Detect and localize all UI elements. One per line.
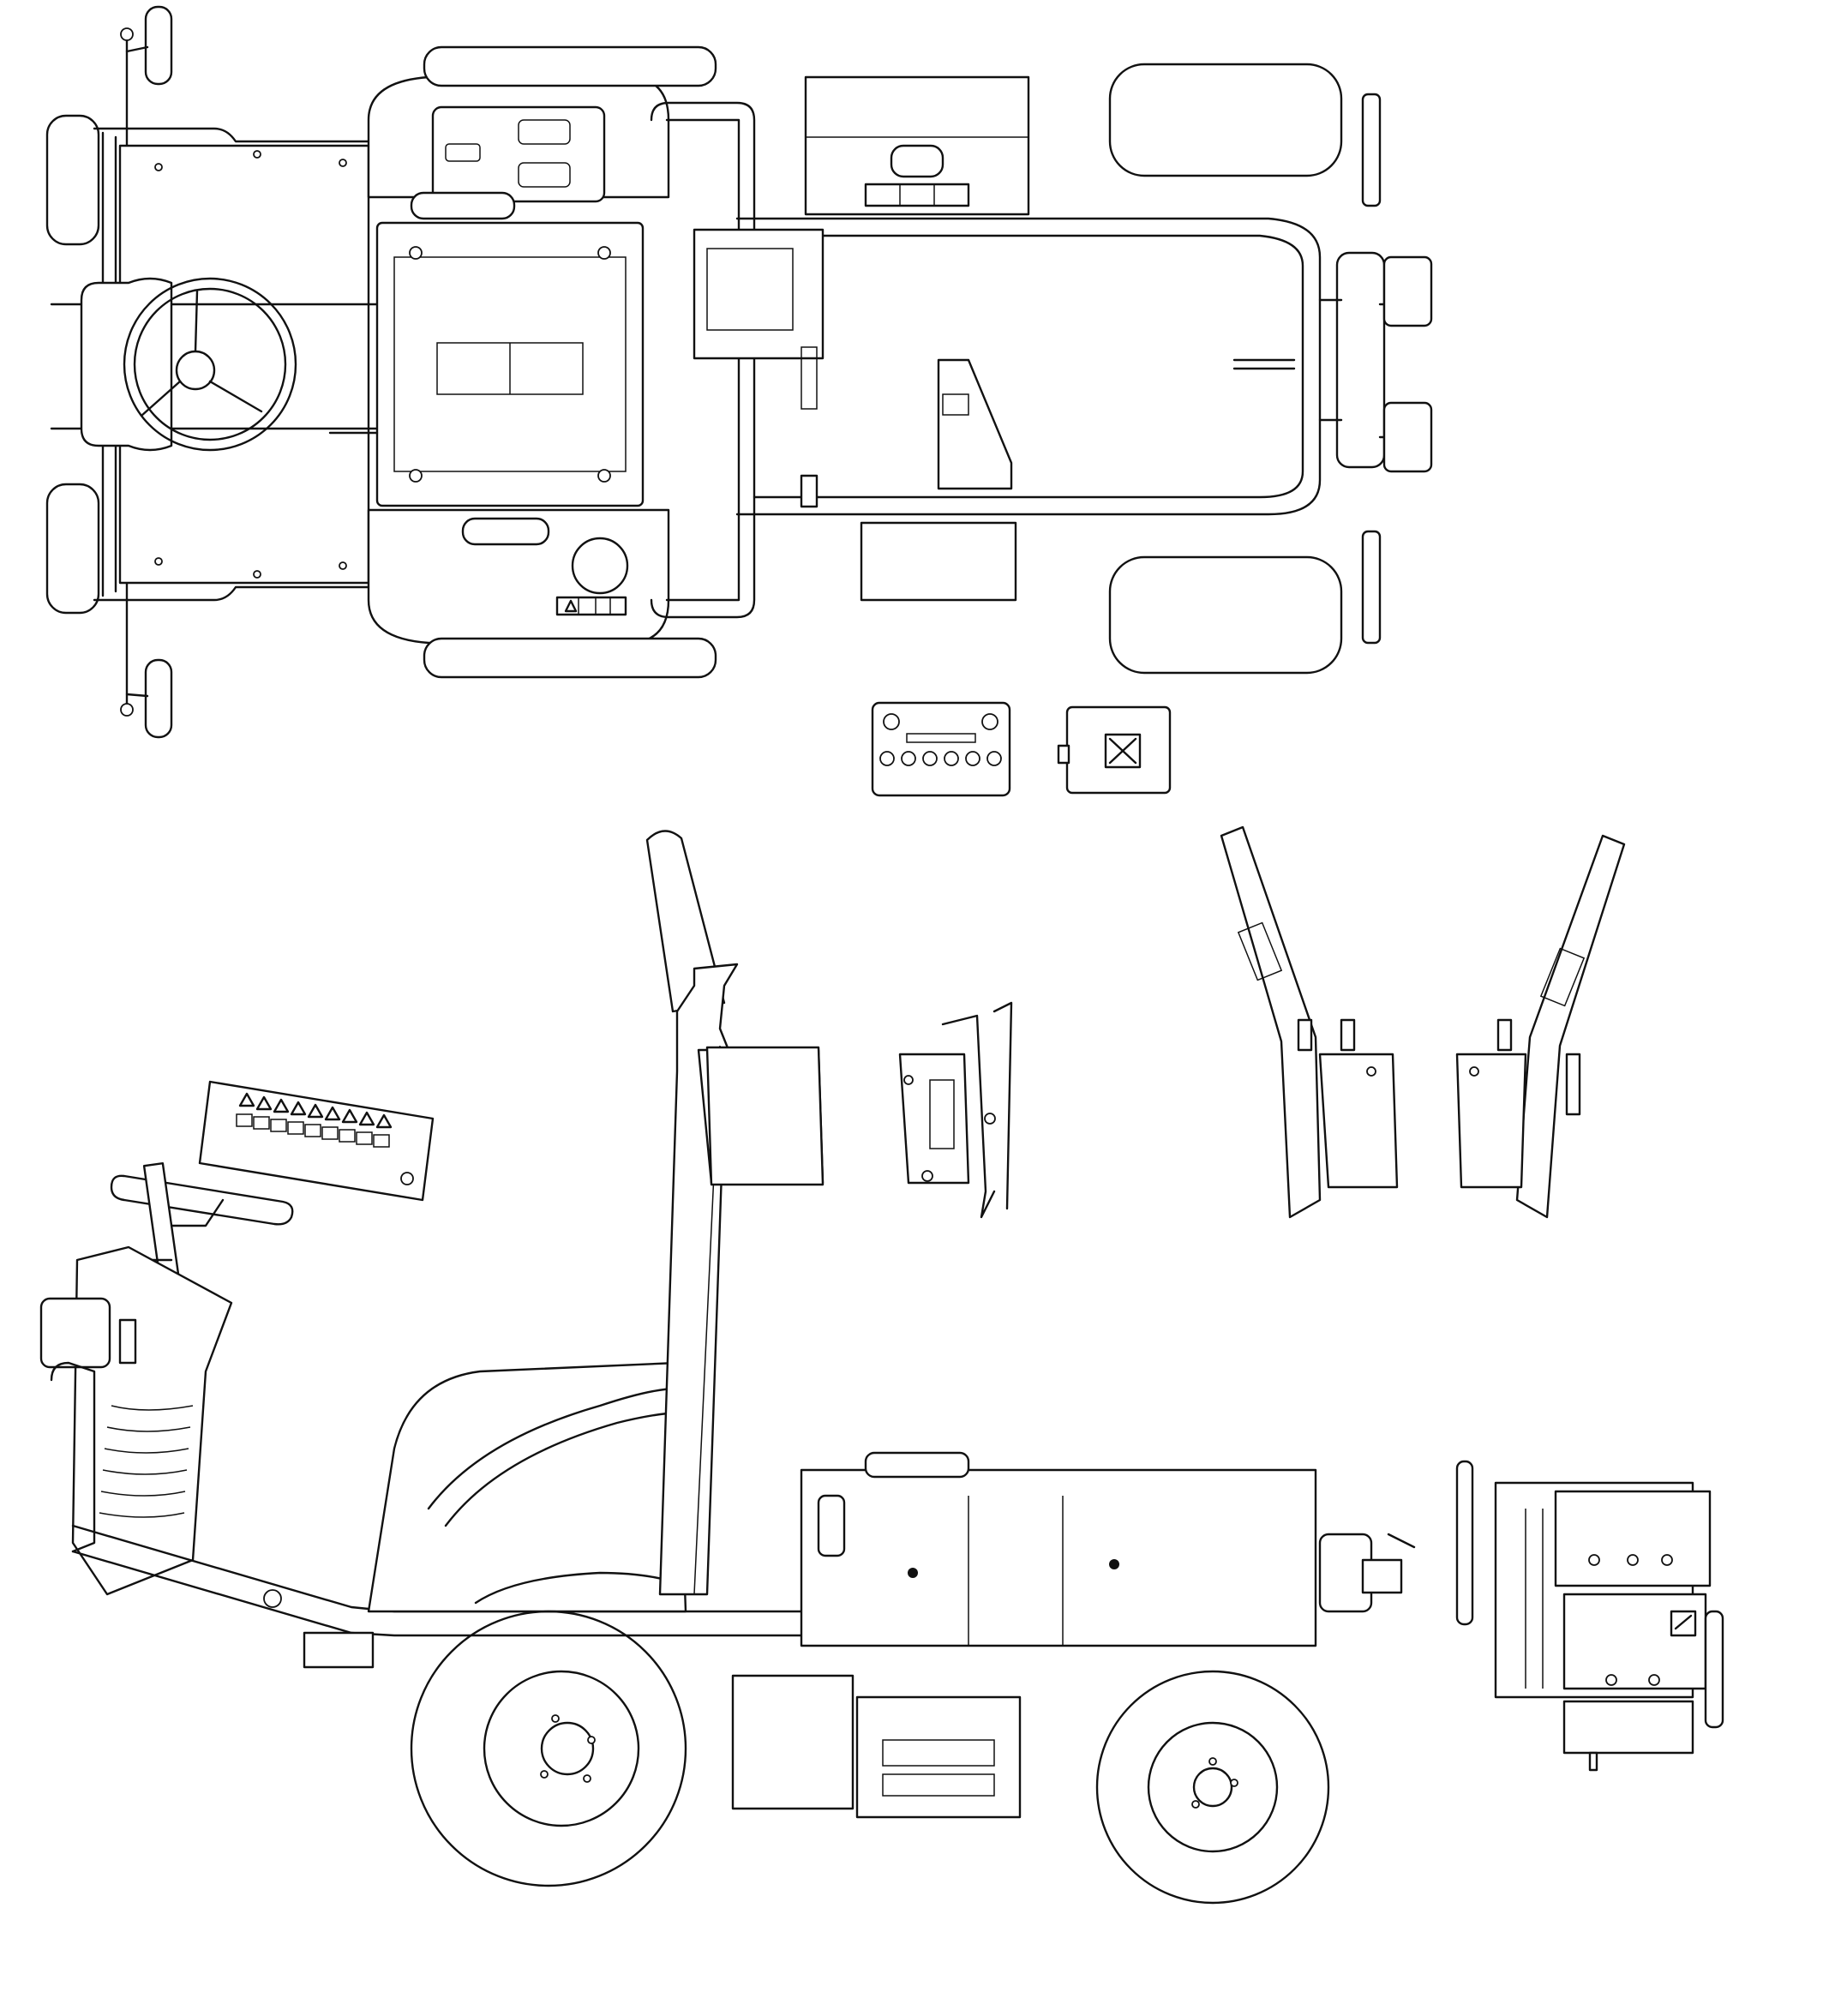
battery xyxy=(871,701,1011,797)
decal-strip-top-fender xyxy=(555,596,627,616)
rear-wheel-top-lower xyxy=(1108,555,1343,675)
steering-wheel-top xyxy=(80,277,297,452)
front-wheel-side xyxy=(410,1610,687,1887)
front-light-left-top xyxy=(45,114,100,246)
rops-bar-side xyxy=(645,830,825,1596)
rear-wheel-top-upper xyxy=(1108,63,1343,177)
battery-compartment-top xyxy=(693,228,825,360)
decal-sheet xyxy=(198,1080,435,1202)
dash-pedestal xyxy=(71,1245,233,1596)
steering-wheel-side xyxy=(110,1174,294,1226)
switch-box xyxy=(1057,705,1172,795)
side-view xyxy=(39,830,1416,1905)
mirror-top-left xyxy=(120,5,173,165)
control-panel-top xyxy=(431,105,606,203)
warning-triangle-icon xyxy=(238,1092,393,1129)
front-light-left-bottom xyxy=(45,483,100,615)
decal-symbol-icon xyxy=(236,1113,414,1185)
mirror-bottom-left xyxy=(120,581,173,739)
tank-body-side xyxy=(800,1468,1317,1647)
rops-fold-right xyxy=(1455,834,1626,1219)
rear-wheel-side xyxy=(1095,1670,1330,1905)
headlight-side xyxy=(39,1297,111,1369)
rops-fold-left xyxy=(1220,825,1399,1219)
rops-bracket-inner xyxy=(898,1001,1013,1219)
engine-view xyxy=(1455,1460,1724,1772)
top-view xyxy=(45,5,1433,739)
rops-loop-top xyxy=(650,101,756,619)
rops-bracket-right xyxy=(705,1046,825,1186)
